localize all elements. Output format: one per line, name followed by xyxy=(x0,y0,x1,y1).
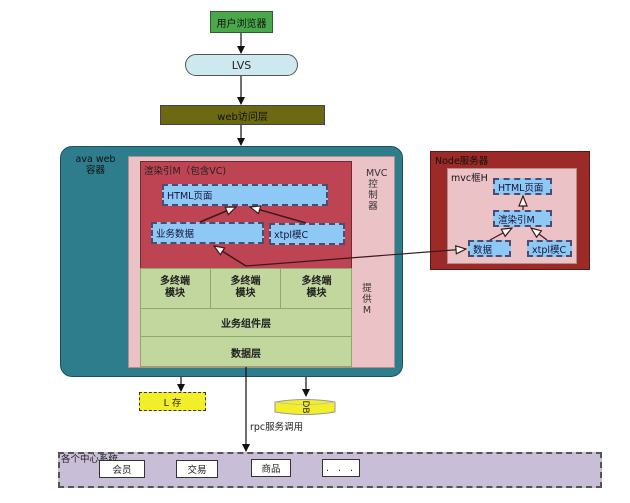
modules-stack xyxy=(140,268,352,367)
node-html-page-node: HTML页面 xyxy=(493,178,552,195)
trade-center-node: 交易 xyxy=(176,460,218,478)
member-center-node: 会员 xyxy=(99,460,145,478)
business-data-node: 业务数据 xyxy=(151,222,264,244)
xtpl-template-node: xtpl模C xyxy=(269,223,345,245)
node-data-node: 数据 xyxy=(468,240,511,257)
web-access-layer-node: web访问层 xyxy=(160,105,325,125)
data-layer: 数据层 xyxy=(231,348,261,360)
mvc-controller-label: MVC控制器 xyxy=(366,168,388,212)
node-xtpl-template-node: xtpl模C xyxy=(527,240,572,257)
html-page-node: HTML页面 xyxy=(162,184,328,206)
db-cylinder-icon xyxy=(274,399,336,415)
multi-terminal-module: 多终端 模块 xyxy=(281,268,352,309)
more-centers-node: . . . xyxy=(322,459,360,477)
node-mvc-framework-label: mvc框H xyxy=(451,173,488,184)
goods-center-node: 商品 xyxy=(251,459,291,477)
rpc-call-label: rpc服务调用 xyxy=(250,422,304,433)
db-label: DB xyxy=(300,400,310,414)
multi-terminal-module: 多终端 模块 xyxy=(140,268,211,309)
cache-node: L 存 xyxy=(139,392,206,411)
provide-m-label: 提供M xyxy=(362,283,372,316)
node-server-label: Node服务器 xyxy=(435,156,489,167)
render-engine-label: 渲染引M（包含VC) xyxy=(144,166,227,177)
multi-terminal-module: 多终端 模块 xyxy=(211,268,281,309)
center-systems-label: 各个中心系统 xyxy=(61,454,119,465)
render-engine-box xyxy=(140,161,352,270)
business-component-layer: 业务组件层 xyxy=(140,309,352,337)
java-web-container-label: ava web 容器 xyxy=(75,154,116,176)
node-render-engine-node: 渲染引M xyxy=(493,210,552,227)
lvs-node: LVS xyxy=(185,54,298,76)
user-browser-node: 用户浏览器 xyxy=(210,11,273,33)
